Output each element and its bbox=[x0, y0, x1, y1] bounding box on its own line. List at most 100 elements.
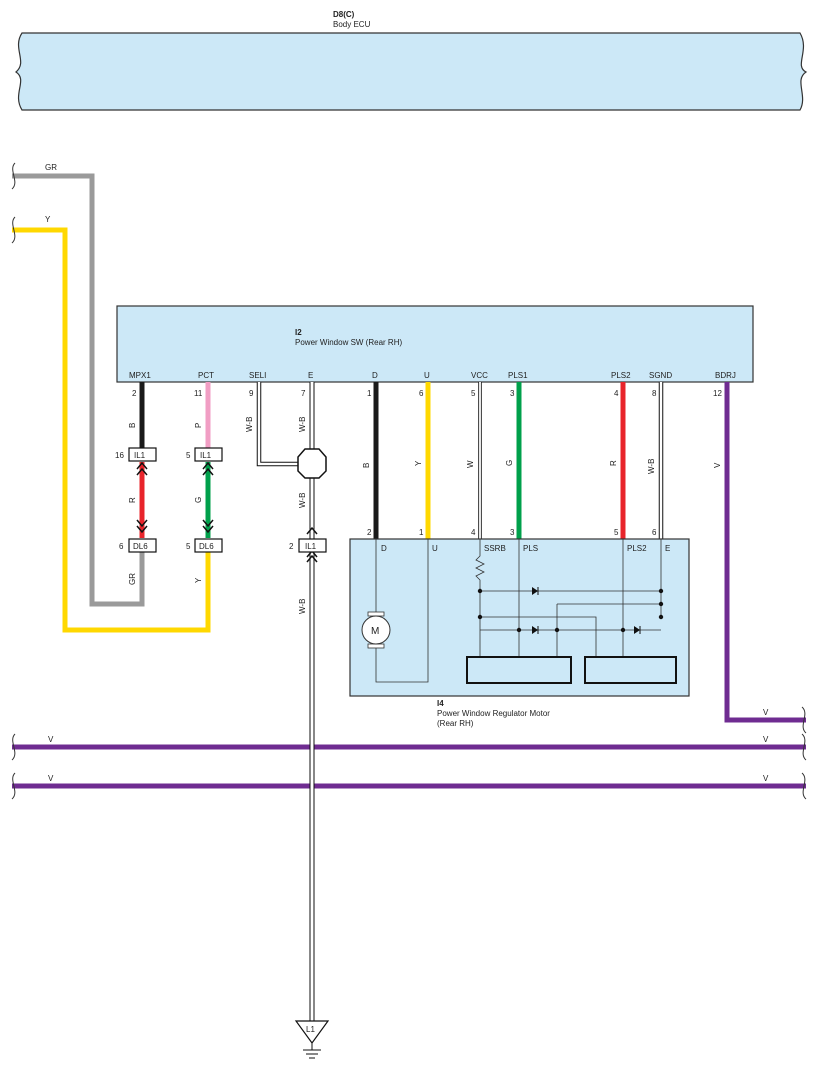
wire-mpx1: B R GR bbox=[128, 382, 148, 585]
connector-il1 bbox=[128, 447, 157, 462]
terminal-label: U bbox=[424, 371, 430, 380]
motor-icon bbox=[361, 615, 391, 645]
pin-number: 4 bbox=[614, 389, 619, 398]
sensor-block bbox=[584, 656, 677, 684]
connector-il1 bbox=[298, 538, 327, 553]
ground-label: L1 bbox=[306, 1025, 315, 1034]
wire-label: B bbox=[128, 423, 137, 428]
wire-label: W-B bbox=[647, 459, 656, 474]
pin-number: 1 bbox=[367, 389, 372, 398]
wire-label: G bbox=[194, 497, 203, 503]
terminal-label: PLS1 bbox=[508, 371, 528, 380]
sensor-block bbox=[466, 656, 572, 684]
junction-dot bbox=[658, 601, 664, 607]
terminal-label: E bbox=[665, 544, 670, 553]
junction-dot bbox=[516, 627, 522, 633]
terminal-label: PCT bbox=[198, 371, 214, 380]
zener-diode-icon bbox=[532, 626, 538, 634]
connector-pin: 5 bbox=[186, 451, 191, 460]
wire-label: W bbox=[466, 460, 475, 468]
terminal-label: PLS2 bbox=[627, 544, 647, 553]
pin-number: 5 bbox=[471, 389, 476, 398]
break-mark bbox=[801, 733, 807, 761]
connector-il1 bbox=[194, 447, 223, 462]
connector-pin: 16 bbox=[115, 451, 124, 460]
zener-diode-icon bbox=[634, 626, 640, 634]
motor-internal-wire bbox=[375, 539, 429, 683]
connector-label: IL1 bbox=[305, 542, 317, 551]
wire-bdrj-path bbox=[724, 382, 806, 723]
break-mark bbox=[801, 706, 807, 734]
ecu-name: Body ECU bbox=[333, 20, 371, 29]
connector-dl6 bbox=[194, 538, 223, 553]
wire-e: W-B W-B W-B IL1 2 bbox=[289, 382, 327, 1022]
connector-chevron bbox=[136, 519, 148, 534]
motor-symbol: M bbox=[371, 626, 379, 637]
wire-label: W-B bbox=[298, 599, 307, 614]
connector-pin: 5 bbox=[186, 542, 191, 551]
ground: L1 bbox=[294, 1020, 330, 1059]
inline-connectors: IL1 16 IL1 5 DL6 6 DL6 5 bbox=[115, 447, 223, 553]
pin-number: 2 bbox=[132, 389, 137, 398]
wire-gr: GR bbox=[11, 162, 145, 607]
switch-name: Power Window SW (Rear RH) bbox=[295, 338, 402, 347]
wire-bdrj: V V bbox=[713, 382, 807, 734]
break-mark bbox=[11, 733, 16, 761]
wire-seli: W-B bbox=[245, 382, 300, 467]
wire-label: Y bbox=[45, 215, 51, 224]
wire-label: V bbox=[763, 735, 769, 744]
regulator-motor: D U SSRB PLS PLS2 E M bbox=[349, 538, 690, 728]
pin-number: 9 bbox=[249, 389, 254, 398]
zener-diode-icon bbox=[532, 587, 538, 595]
wire-label: V bbox=[48, 735, 54, 744]
body-ecu: D8(C) Body ECU bbox=[15, 10, 808, 111]
bus-v-lower: V V bbox=[11, 772, 807, 800]
wire-pct: P G Y bbox=[194, 382, 214, 583]
pin-number: 6 bbox=[419, 389, 424, 398]
wire-label: V bbox=[713, 462, 722, 468]
connector-chevron bbox=[306, 526, 318, 535]
motor-brush bbox=[367, 611, 385, 617]
wire-label: P bbox=[194, 423, 203, 428]
motor-brush bbox=[367, 643, 385, 649]
pin-number: 1 bbox=[419, 528, 424, 537]
pin-number: 3 bbox=[510, 528, 515, 537]
ecu-code: D8(C) bbox=[333, 10, 355, 19]
connector-chevron bbox=[202, 519, 214, 534]
wire-label: V bbox=[48, 774, 54, 783]
wire-y-path bbox=[12, 227, 211, 633]
terminal-label: D bbox=[381, 544, 387, 553]
motor-name-2: (Rear RH) bbox=[437, 719, 474, 728]
wire-label: GR bbox=[45, 163, 57, 172]
wire-label: Y bbox=[414, 460, 423, 466]
connector-pin: 6 bbox=[119, 542, 124, 551]
connector-label: DL6 bbox=[133, 542, 148, 551]
ecu-box bbox=[15, 32, 808, 111]
terminal-label: MPX1 bbox=[129, 371, 151, 380]
switch-pins: 2 11 9 7 1 6 5 3 4 8 12 bbox=[132, 389, 722, 398]
connector-label: IL1 bbox=[134, 451, 146, 460]
terminal-label: PLS2 bbox=[611, 371, 631, 380]
wire-label: GR bbox=[128, 573, 137, 585]
junction-dot bbox=[620, 627, 626, 633]
motor-name: Power Window Regulator Motor bbox=[437, 709, 550, 718]
terminal-label: BDRJ bbox=[715, 371, 736, 380]
wire-label: W-B bbox=[245, 417, 254, 432]
pin-number: 7 bbox=[301, 389, 306, 398]
power-window-switch: I2 Power Window SW (Rear RH) MPX1 PCT SE… bbox=[116, 305, 754, 383]
ground-triangle bbox=[294, 1020, 330, 1045]
wires-switch-to-motor: B Y W G R W-B bbox=[362, 382, 664, 539]
terminal-label: U bbox=[432, 544, 438, 553]
junction-dot bbox=[477, 588, 483, 594]
connector-label: IL1 bbox=[200, 451, 212, 460]
pin-number: 8 bbox=[652, 389, 657, 398]
terminal-label: SELI bbox=[249, 371, 266, 380]
wire-label: Y bbox=[194, 577, 203, 583]
wire-label: W-B bbox=[298, 493, 307, 508]
pin-number: 5 bbox=[614, 528, 619, 537]
pin-number: 6 bbox=[652, 528, 657, 537]
motor-code: I4 bbox=[437, 699, 444, 708]
terminal-label: VCC bbox=[471, 371, 488, 380]
pin-number: 12 bbox=[713, 389, 722, 398]
